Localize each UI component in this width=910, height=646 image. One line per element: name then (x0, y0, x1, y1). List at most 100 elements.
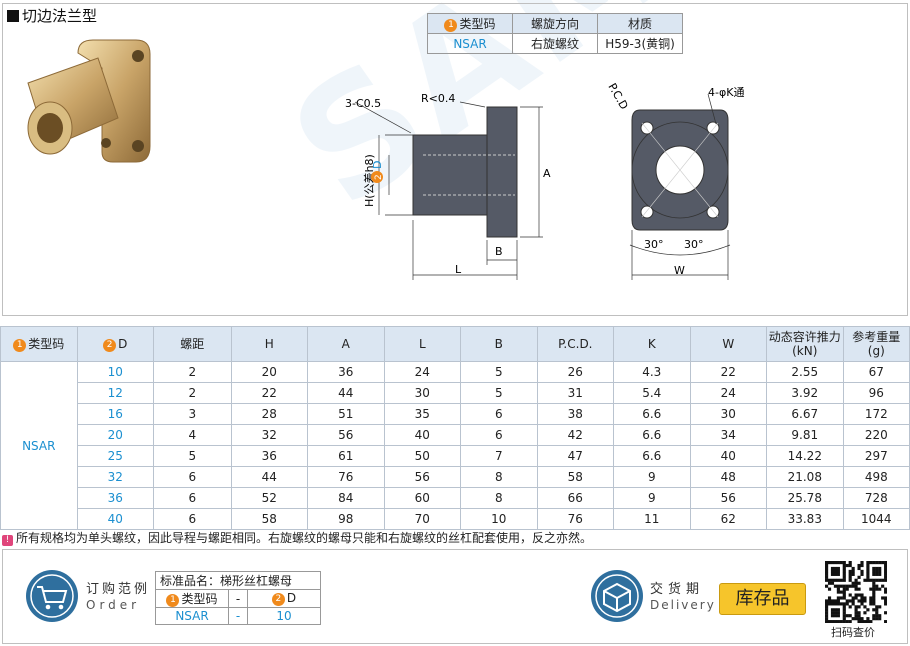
label-w: W (674, 264, 685, 277)
table-cell: 5 (153, 445, 232, 467)
table-cell: 9.81 (766, 424, 844, 446)
table-cell: 30 (689, 403, 768, 425)
col-weight: 参考重量 (g) (842, 326, 910, 362)
table-cell: 76 (307, 466, 385, 488)
col-pcd: P.C.D. (536, 326, 615, 362)
label-d: D (371, 161, 384, 169)
table-cell: 297 (842, 445, 910, 467)
table-cell: 14.22 (766, 445, 844, 467)
order-col-d-label: D (286, 591, 297, 605)
label-chamfer: 3-C0.5 (345, 97, 381, 110)
delivery-box-icon (591, 570, 643, 622)
table-cell: 25.78 (766, 487, 844, 509)
table-cell: 6.6 (613, 424, 691, 446)
table-cell: 24 (383, 361, 462, 383)
order-panel (2, 549, 908, 644)
table-cell: 6 (153, 487, 232, 509)
delivery-label-cn: 交货期 (650, 582, 705, 597)
table-cell: 5 (460, 361, 538, 383)
table-cell: 36 (307, 361, 385, 383)
table-cell: 22 (689, 361, 768, 383)
table-cell: 30 (383, 382, 462, 404)
label-hole: 4-φK通 (708, 86, 744, 99)
badge-2-icon: 2 (271, 593, 285, 606)
table-cell: 36 (76, 487, 154, 509)
table-cell: 36 (230, 445, 309, 467)
table-cell: 28 (230, 403, 309, 425)
table-cell: 9 (613, 466, 691, 488)
col-b: B (460, 326, 538, 362)
table-cell: 56 (307, 424, 385, 446)
order-sep: - (228, 589, 248, 608)
table-cell: 6.6 (613, 403, 691, 425)
table-cell: 40 (76, 508, 154, 530)
side-view-drawing: 3-C0.5 R<0.4 A B L H(公差h8) 2 D (345, 92, 551, 280)
stock-badge[interactable]: 库存品 (719, 583, 806, 615)
order-table-title: 标准品名：梯形丝杠螺母 (155, 571, 321, 590)
order-val-d: 10 (247, 607, 321, 625)
table-cell: 220 (842, 424, 910, 446)
table-cell: 44 (307, 382, 385, 404)
label-a: A (543, 167, 551, 180)
note-text: 所有规格均为单头螺纹，因此导程与螺距相同。右旋螺纹的螺母只能和右旋螺纹的丝杠配套… (16, 531, 593, 545)
table-cell: 2 (153, 361, 232, 383)
table-cell: 70 (383, 508, 462, 530)
table-cell: 40 (689, 445, 768, 467)
table-cell: 67 (842, 361, 910, 383)
table-cell: 26 (536, 361, 615, 383)
table-cell: 34 (689, 424, 768, 446)
table-cell: 6 (460, 424, 538, 446)
table-cell: 5.4 (613, 382, 691, 404)
qr-code[interactable] (825, 561, 887, 623)
col-type-code-label: 类型码 (28, 336, 65, 351)
table-cell: 44 (230, 466, 309, 488)
note: !所有规格均为单头螺纹，因此导程与螺距相同。右旋螺纹的螺母只能和右旋螺纹的丝杠配… (2, 529, 592, 546)
order-val-sep: - (228, 607, 248, 625)
front-view-drawing: P.C.D 4-φK通 30° 30° W (605, 81, 744, 280)
table-cell: 56 (689, 487, 768, 509)
col-pitch: 螺距 (153, 326, 232, 362)
table-cell: 42 (536, 424, 615, 446)
table-cell: 24 (689, 382, 768, 404)
badge-2-icon: 2 (103, 338, 117, 352)
spec-cell-material: H59-3(黄铜) (597, 33, 683, 54)
qr-caption: 扫码查价 (831, 626, 875, 639)
table-cell: 60 (383, 487, 462, 509)
table-cell: 4 (153, 424, 232, 446)
spec-cell-direction: 右旋螺纹 (512, 33, 598, 54)
table-cell: 32 (230, 424, 309, 446)
label-angle-right: 30° (684, 238, 704, 251)
product-panel (2, 3, 908, 316)
table-cell: 33.83 (766, 508, 844, 530)
table-cell: 2.55 (766, 361, 844, 383)
label-h: H(公差h8) (362, 154, 376, 207)
order-label-cn: 订购范例 (86, 582, 151, 597)
table-cell: 8 (460, 487, 538, 509)
table-cell: 8 (460, 466, 538, 488)
table-cell: 32 (76, 466, 154, 488)
table-cell: 6 (153, 508, 232, 530)
cell-type-code: NSAR (0, 361, 78, 530)
table-cell: 172 (842, 403, 910, 425)
table-cell: 38 (536, 403, 615, 425)
order-col-type-label: 类型码 (181, 592, 218, 606)
col-k: K (613, 326, 691, 362)
table-cell: 50 (383, 445, 462, 467)
table-cell: 6 (460, 403, 538, 425)
table-cell: 16 (76, 403, 154, 425)
table-cell: 48 (689, 466, 768, 488)
table-cell: 9 (613, 487, 691, 509)
table-cell: 728 (842, 487, 910, 509)
table-cell: 84 (307, 487, 385, 509)
spec-cell-type: NSAR (427, 33, 513, 54)
table-cell: 6.67 (766, 403, 844, 425)
order-val-type: NSAR (155, 607, 229, 625)
spec-header-type-label: 类型码 (459, 17, 496, 31)
